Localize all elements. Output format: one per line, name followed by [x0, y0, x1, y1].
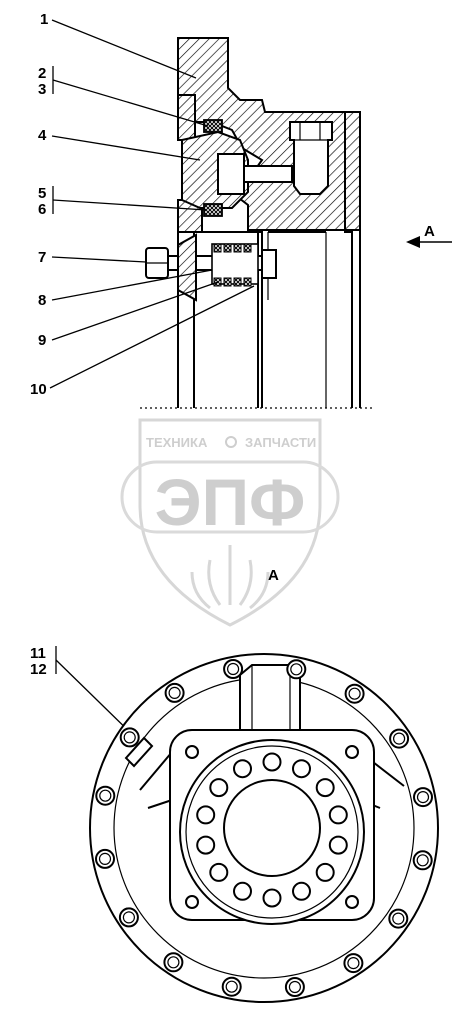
- pin-shaft: [243, 165, 293, 183]
- wedge-hatch: [177, 233, 197, 302]
- view-arrow-label: A: [424, 223, 435, 240]
- watermark-main: ЭПФ: [155, 465, 306, 539]
- plug-head: [289, 121, 333, 195]
- seal-ring-bottom: [203, 203, 223, 217]
- watermark-gear-icon: [225, 436, 237, 448]
- bolt-hole: [412, 850, 433, 871]
- bolt-hole-inner: [167, 956, 180, 969]
- bolt-hole: [164, 682, 185, 703]
- bolt-hole: [196, 805, 216, 825]
- bolt-hole-inner: [98, 852, 112, 866]
- bolt-hole-inner: [290, 663, 303, 676]
- bolt-hole-inner: [99, 789, 112, 802]
- bolt-hole: [413, 787, 433, 808]
- watermark: ТЕХНИКА ЗАПЧАСТИ ЭПФ: [120, 418, 340, 627]
- watermark-wheat-icon: [190, 545, 270, 610]
- view-arrow-a: A: [406, 223, 452, 248]
- bolt-hole-inner: [416, 854, 429, 867]
- bolt-nut: [261, 249, 277, 279]
- bolt-hole-inner: [288, 980, 301, 994]
- bolt-hole: [292, 881, 311, 901]
- bolt-hole-inner: [348, 687, 361, 700]
- bolt-hole: [389, 728, 410, 749]
- bolt-hole: [233, 881, 252, 901]
- bolt-hole: [209, 862, 229, 882]
- flange-bolts: [95, 659, 433, 997]
- callout-10: 10: [30, 381, 47, 398]
- bolt-hole: [163, 952, 184, 973]
- watermark-shield: [138, 418, 322, 627]
- callout-3: 3: [38, 81, 46, 98]
- bolt-hole: [223, 659, 244, 679]
- bolt-hole-inner: [227, 662, 240, 676]
- bolt-hole: [388, 908, 409, 929]
- view-title: A: [268, 567, 279, 584]
- bolt-hole: [95, 848, 115, 869]
- bolt-hole-inner: [392, 912, 405, 925]
- callout-6: 6: [38, 201, 46, 218]
- hub-bore: [223, 779, 321, 877]
- bolt-hole: [286, 659, 307, 680]
- front-view: [89, 653, 439, 1003]
- callout-7: 7: [38, 249, 46, 266]
- seal-ring-top: [203, 119, 223, 133]
- bolt-hole: [328, 805, 348, 825]
- callout-9: 9: [38, 332, 46, 349]
- callout-8: 8: [38, 292, 46, 309]
- bolt-hole-inner: [416, 790, 430, 804]
- bolt-hole: [284, 977, 305, 997]
- watermark-top-left: ТЕХНИКА: [146, 435, 208, 450]
- bolt-hole: [292, 759, 311, 779]
- watermark-banner: [120, 460, 340, 534]
- bolt-hole: [315, 778, 335, 798]
- callout-11: 11: [30, 645, 46, 662]
- bolt-hole-inner: [225, 980, 238, 993]
- bolt-hole: [95, 785, 116, 806]
- bolt-hole: [328, 835, 348, 855]
- bolt-hole-inner: [168, 686, 181, 700]
- bolt-hole: [315, 862, 335, 882]
- bolt-hole: [343, 953, 364, 974]
- section-view: A: [140, 37, 452, 409]
- callouts: 1 2 3 4 5 6 7 8 9 10 11 12 A: [30, 11, 279, 743]
- bolt-hole-inner: [123, 731, 136, 744]
- bolt-hole: [209, 778, 229, 798]
- bolt-hole: [233, 759, 252, 779]
- bolt-hole: [196, 835, 216, 855]
- bolt-hole: [262, 888, 282, 908]
- callout-12: 12: [30, 661, 47, 678]
- callout-2: 2: [38, 65, 46, 82]
- callout-4: 4: [38, 127, 47, 144]
- hub-bolts: [196, 752, 348, 908]
- callout-5: 5: [38, 185, 46, 202]
- bolt-hole-inner: [393, 732, 406, 745]
- callout-1: 1: [40, 11, 48, 28]
- bolt-hole: [119, 727, 140, 748]
- bolt-hole: [118, 907, 139, 928]
- bolt-hole: [344, 683, 365, 704]
- bolt-hole-inner: [347, 956, 360, 970]
- watermark-top-right: ЗАПЧАСТИ: [245, 435, 316, 450]
- bolt-hole: [221, 976, 242, 997]
- grease-fitting: [124, 736, 154, 768]
- bolt-hole: [262, 752, 282, 772]
- bolt-hole-inner: [122, 911, 135, 924]
- cover-cavity: [217, 153, 245, 195]
